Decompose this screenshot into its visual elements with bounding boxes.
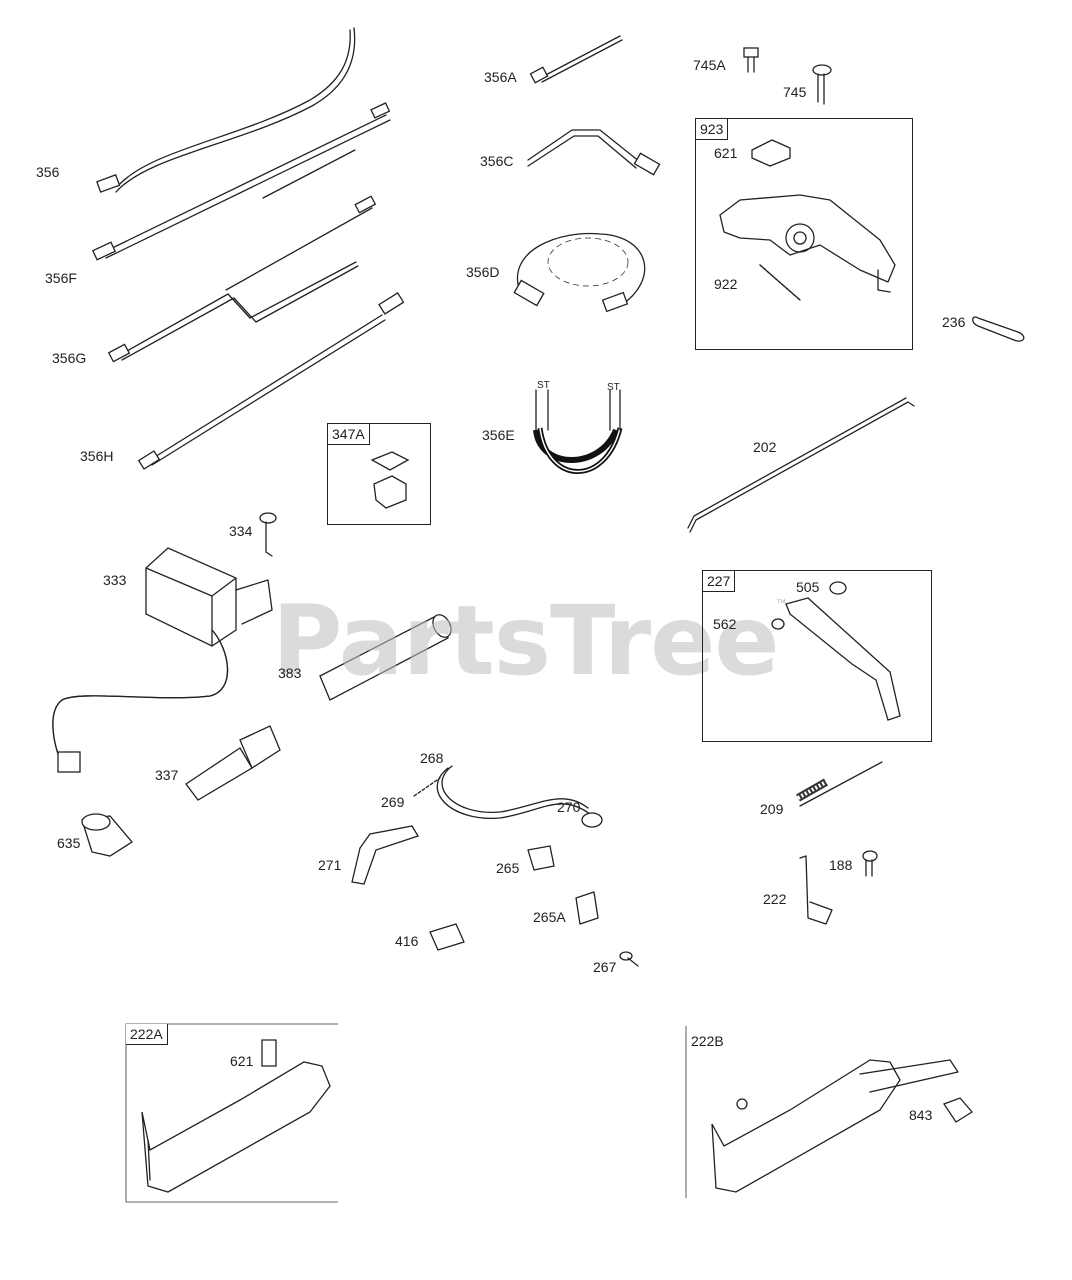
label-269[interactable]: 269 <box>381 794 405 810</box>
box-923-tag: 923 <box>696 119 729 140</box>
part-347a-switch[interactable] <box>370 451 410 509</box>
label-635[interactable]: 635 <box>57 835 81 851</box>
label-356d[interactable]: 356D <box>466 264 500 280</box>
part-334-screw[interactable] <box>259 512 277 557</box>
part-270-ferrule[interactable] <box>581 812 603 828</box>
label-334[interactable]: 334 <box>229 523 253 539</box>
part-268-cable[interactable] <box>436 765 591 819</box>
part-356-wire[interactable] <box>96 27 356 193</box>
box-923: 923 <box>695 118 913 350</box>
part-383-tube[interactable] <box>319 612 455 701</box>
label-356[interactable]: 356 <box>36 164 60 180</box>
box-347a-tag: 347A <box>328 424 370 445</box>
part-202-rod[interactable] <box>687 397 915 533</box>
part-265-clip[interactable] <box>527 845 555 871</box>
label-270[interactable]: 270 <box>557 799 581 815</box>
label-356a[interactable]: 356A <box>484 69 517 85</box>
part-356h-wire[interactable] <box>137 292 405 470</box>
part-236-link[interactable] <box>972 316 1025 342</box>
label-271[interactable]: 271 <box>318 857 342 873</box>
part-356f-wire[interactable] <box>91 102 391 261</box>
label-356f[interactable]: 356F <box>45 270 77 286</box>
watermark-trademark: ™ <box>776 598 786 609</box>
part-416-bracket[interactable] <box>429 923 465 951</box>
part-745-pin[interactable] <box>812 64 832 105</box>
box-227-tag: 227 <box>703 571 736 592</box>
label-333[interactable]: 333 <box>103 572 127 588</box>
part-635-boot[interactable] <box>81 813 133 857</box>
part-188-screw[interactable] <box>862 850 878 877</box>
part-621-clip[interactable] <box>751 139 791 167</box>
label-265[interactable]: 265 <box>496 860 520 876</box>
label-337[interactable]: 337 <box>155 767 179 783</box>
part-269-spring[interactable] <box>413 777 441 797</box>
label-383[interactable]: 383 <box>278 665 302 681</box>
label-265a[interactable]: 265A <box>533 909 566 925</box>
part-222b-bracket-assembly[interactable] <box>711 1059 959 1193</box>
watermark: PartsTree <box>272 585 779 697</box>
part-271-lever[interactable] <box>351 825 419 885</box>
label-222[interactable]: 222 <box>763 891 787 907</box>
label-222b[interactable]: 222B <box>691 1033 724 1049</box>
box-227: 227 <box>702 570 932 742</box>
label-356g[interactable]: 356G <box>52 350 87 366</box>
label-209[interactable]: 209 <box>760 801 784 817</box>
label-621-222a[interactable]: 621 <box>230 1053 254 1069</box>
part-505-nut[interactable] <box>829 581 847 595</box>
label-745[interactable]: 745 <box>783 84 807 100</box>
box-222a-tag: 222A <box>126 1024 168 1045</box>
part-843-knob[interactable] <box>943 1097 973 1123</box>
part-923-governor-assembly[interactable] <box>719 194 896 293</box>
label-922[interactable]: 922 <box>714 276 738 292</box>
box-347a: 347A <box>327 423 431 525</box>
part-337-spark-plug[interactable] <box>185 725 281 801</box>
part-356d-wire[interactable] <box>513 232 646 313</box>
label-356h[interactable]: 356H <box>80 448 114 464</box>
label-267[interactable]: 267 <box>593 959 617 975</box>
part-209-spring[interactable] <box>796 761 883 807</box>
label-356c[interactable]: 356C <box>480 153 514 169</box>
label-416[interactable]: 416 <box>395 933 419 949</box>
label-843[interactable]: 843 <box>909 1107 933 1123</box>
part-356e-wires[interactable] <box>533 389 623 474</box>
label-745a[interactable]: 745A <box>693 57 726 73</box>
part-222a-bracket-assembly[interactable] <box>141 1039 331 1193</box>
part-356g-wire[interactable] <box>107 195 377 363</box>
label-562[interactable]: 562 <box>713 616 737 632</box>
part-922-spring[interactable] <box>759 264 801 301</box>
part-267-screw[interactable] <box>619 951 639 967</box>
part-745a-bolt[interactable] <box>743 47 759 73</box>
label-356e[interactable]: 356E <box>482 427 515 443</box>
label-202[interactable]: 202 <box>753 439 777 455</box>
label-236[interactable]: 236 <box>942 314 966 330</box>
label-505[interactable]: 505 <box>796 579 820 595</box>
label-621-923[interactable]: 621 <box>714 145 738 161</box>
label-268[interactable]: 268 <box>420 750 444 766</box>
box-222a-frame <box>125 1023 338 1203</box>
part-562-screw[interactable] <box>771 618 785 630</box>
part-222-bracket[interactable] <box>799 855 833 925</box>
part-356a-wire[interactable] <box>529 35 623 84</box>
wire-marking-2: ST <box>607 382 620 393</box>
part-356c-wire[interactable] <box>527 129 661 176</box>
wire-marking-1: ST <box>537 380 550 391</box>
part-227-lever[interactable] <box>785 597 901 721</box>
part-333-ignition-coil[interactable] <box>52 547 273 773</box>
label-188[interactable]: 188 <box>829 857 853 873</box>
part-265a-clip[interactable] <box>575 891 599 925</box>
